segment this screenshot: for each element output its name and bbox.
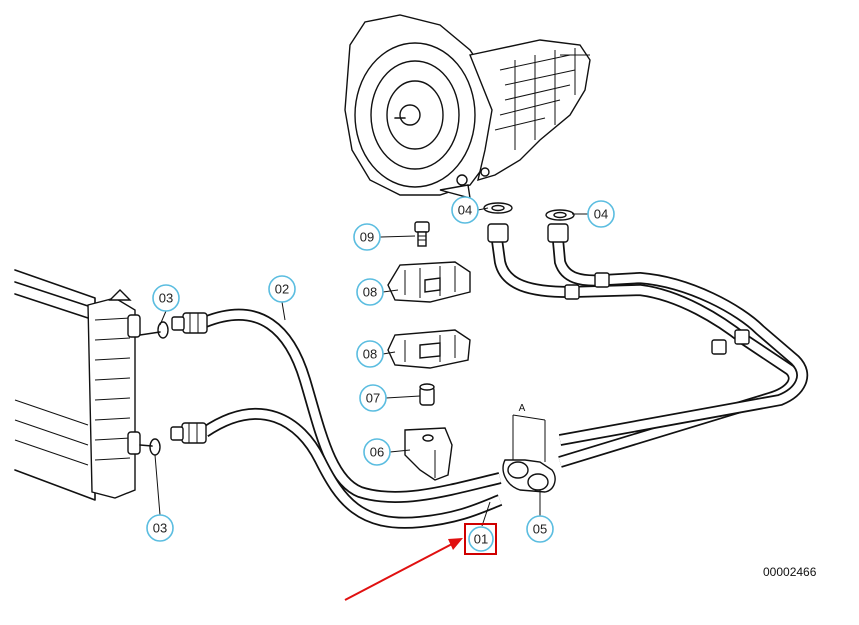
radiator-drawing xyxy=(14,269,141,501)
callout-01-highlight-box xyxy=(464,523,497,555)
svg-text:08: 08 xyxy=(363,347,377,362)
callout-04-left[interactable]: 04 xyxy=(451,196,479,224)
svg-text:05: 05 xyxy=(533,522,547,537)
callout-09[interactable]: 09 xyxy=(353,223,381,251)
svg-text:09: 09 xyxy=(360,230,374,245)
callout-03-lower[interactable]: 03 xyxy=(146,514,174,542)
leader-lines xyxy=(154,207,588,527)
callout-06[interactable]: 06 xyxy=(363,438,391,466)
section-label: A xyxy=(519,403,526,414)
callout-02[interactable]: 02 xyxy=(268,275,296,303)
svg-text:08: 08 xyxy=(363,285,377,300)
svg-text:04: 04 xyxy=(594,207,608,222)
hose-02 xyxy=(139,308,502,503)
svg-text:03: 03 xyxy=(159,291,173,306)
hose-01 xyxy=(139,408,503,529)
svg-text:07: 07 xyxy=(366,391,380,406)
callout-01[interactable]: 01 xyxy=(464,523,497,555)
svg-text:06: 06 xyxy=(370,445,384,460)
callout-05[interactable]: 05 xyxy=(526,515,554,543)
callout-04-right[interactable]: 04 xyxy=(587,200,615,228)
callout-08-upper[interactable]: 08 xyxy=(356,278,384,306)
callout-07[interactable]: 07 xyxy=(359,384,387,412)
callout-08-lower[interactable]: 08 xyxy=(356,340,384,368)
washers-04 xyxy=(483,202,575,221)
reference-number: 00002466 xyxy=(763,565,817,579)
svg-text:04: 04 xyxy=(458,203,472,218)
pointer-arrow xyxy=(344,538,463,601)
mount-parts xyxy=(387,221,471,481)
clamp-05 xyxy=(502,414,556,493)
svg-text:03: 03 xyxy=(153,521,167,536)
callout-03-upper[interactable]: 03 xyxy=(152,284,180,312)
svg-text:01: 01 xyxy=(474,532,488,547)
transmission-drawing xyxy=(344,14,591,199)
pipes-transmission xyxy=(487,223,809,468)
svg-text:02: 02 xyxy=(275,282,289,297)
